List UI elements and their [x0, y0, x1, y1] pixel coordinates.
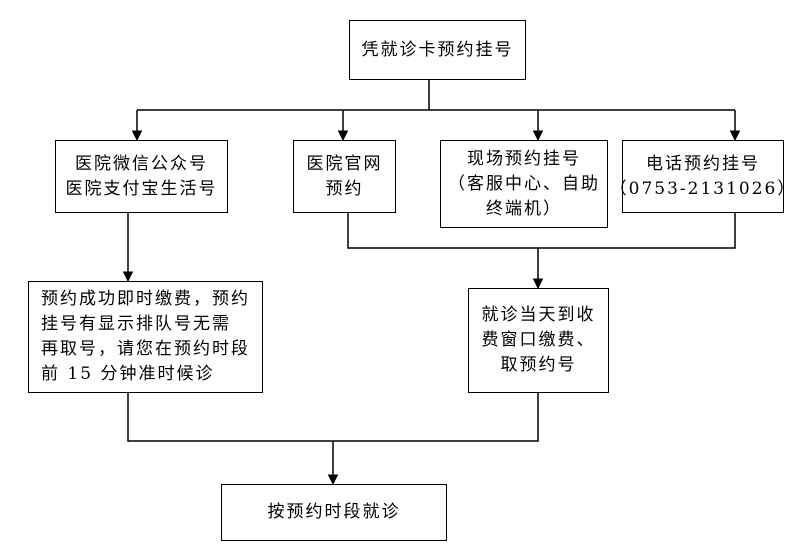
- node-website-line-1: 医院官网: [306, 153, 383, 174]
- node-payment-line-2: 费窗口缴费、: [481, 330, 596, 350]
- node-success-line-1: 预约成功即时缴费，预约: [41, 289, 250, 309]
- node-wechat-alipay: 医院微信公众号 医院支付宝生活号: [55, 140, 228, 213]
- node-card-appointment-text: 凭就诊卡预约挂号: [361, 39, 514, 60]
- node-payment-window: 就诊当天到收 费窗口缴费、 取预约号: [468, 288, 609, 393]
- node-success-line-4: 前 15 分钟准时候诊: [41, 364, 215, 384]
- node-success-line-2: 挂号有显示排队号无需: [41, 314, 231, 334]
- node-official-website: 医院官网 预约: [293, 140, 396, 213]
- node-phone: 电话预约挂号 （0753-2131026）: [610, 140, 794, 213]
- node-final-visit: 按预约时段就诊: [221, 484, 447, 541]
- node-phone-line-2: （0753-2131026）: [609, 178, 797, 199]
- connector-bottom-merge: [127, 393, 539, 442]
- node-success-notice: 预约成功即时缴费，预约 挂号有显示排队号无需 再取号，请您在预约时段 前 15 …: [28, 281, 263, 393]
- node-onsite: 现场预约挂号 （客服中心、自助 终端机）: [440, 140, 608, 228]
- node-payment-line-1: 就诊当天到收: [481, 305, 596, 325]
- node-wechat-line-2: 医院支付宝生活号: [65, 178, 218, 199]
- node-payment-line-3: 取预约号: [500, 355, 577, 375]
- node-final-text: 按预约时段就诊: [267, 502, 401, 522]
- node-phone-line-1: 电话预约挂号: [646, 153, 760, 174]
- node-card-appointment: 凭就诊卡预约挂号: [349, 20, 526, 80]
- node-success-line-3: 再取号，请您在预约时段: [41, 339, 250, 359]
- node-onsite-line-2: （客服中心、自助: [448, 173, 600, 194]
- node-onsite-line-3: 终端机）: [486, 198, 562, 219]
- node-wechat-line-1: 医院微信公众号: [75, 153, 208, 174]
- node-onsite-line-1: 现场预约挂号: [467, 148, 581, 169]
- node-website-line-2: 预约: [325, 178, 364, 199]
